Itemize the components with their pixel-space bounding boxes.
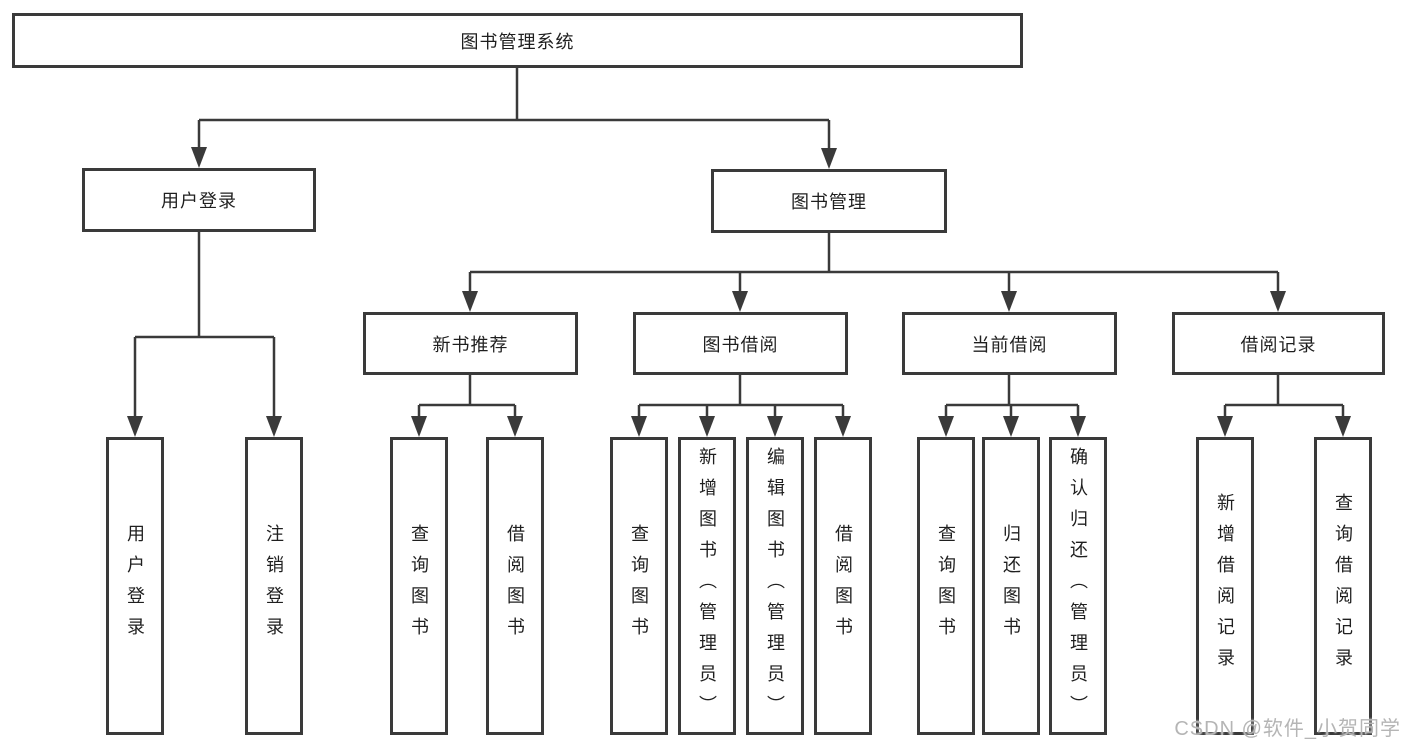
arrow-down-icon (1001, 291, 1017, 312)
arrow-down-icon (507, 416, 523, 437)
arrow-down-icon (732, 291, 748, 312)
arrow-down-icon (821, 148, 837, 169)
arrow-down-icon (191, 147, 207, 168)
arrow-down-icon (1270, 291, 1286, 312)
leaf-query-books-current: 查询图书 (917, 437, 975, 735)
leaf-query-borrow-record: 查询借阅记录 (1314, 437, 1372, 735)
arrow-down-icon (462, 291, 478, 312)
leaf-borrow-books-recommend-label: 借阅图书 (505, 524, 525, 648)
connector-book-mgmt-children (468, 233, 1280, 296)
leaf-confirm-return-admin-label: 确认归还（管理员） (1068, 446, 1088, 726)
leaf-add-borrow-record-label: 新增借阅记录 (1215, 493, 1235, 679)
node-new-book-recommend: 新书推荐 (363, 312, 578, 375)
leaf-return-book-label: 归还图书 (1001, 524, 1021, 648)
leaf-edit-book-admin-label: 编辑图书（管理员） (765, 446, 785, 726)
node-root: 图书管理系统 (12, 13, 1023, 68)
arrow-down-icon (1217, 416, 1233, 437)
node-book-borrow: 图书借阅 (633, 312, 848, 375)
leaf-user-login: 用户登录 (106, 437, 164, 735)
arrow-down-icon (938, 416, 954, 437)
connector-root-to-level2 (197, 68, 831, 152)
leaf-confirm-return-admin: 确认归还（管理员） (1049, 437, 1107, 735)
connector-new-book-children (417, 375, 517, 421)
arrow-down-icon (631, 416, 647, 437)
leaf-query-books-recommend-label: 查询图书 (409, 524, 429, 648)
connector-user-login-children (133, 232, 276, 421)
node-borrow-records: 借阅记录 (1172, 312, 1385, 375)
arrow-down-icon (767, 416, 783, 437)
connector-strokes (133, 68, 1345, 421)
leaf-logout-label: 注销登录 (264, 524, 284, 648)
leaf-edit-book-admin: 编辑图书（管理员） (746, 437, 804, 735)
arrow-down-icon (266, 416, 282, 437)
leaf-logout: 注销登录 (245, 437, 303, 735)
leaf-add-book-admin-label: 新增图书（管理员） (697, 446, 717, 726)
leaf-query-borrow-record-label: 查询借阅记录 (1333, 493, 1353, 679)
leaf-borrow-books: 借阅图书 (814, 437, 872, 735)
arrow-down-icon (1003, 416, 1019, 437)
leaf-query-books-current-label: 查询图书 (936, 524, 956, 648)
csdn-watermark: CSDN @软件_小贺同学 (1174, 718, 1401, 740)
leaf-query-books-borrow-label: 查询图书 (629, 524, 649, 648)
connector-book-borrow-children (637, 375, 845, 421)
node-current-borrow: 当前借阅 (902, 312, 1117, 375)
arrow-down-icon (835, 416, 851, 437)
leaf-add-book-admin: 新增图书（管理员） (678, 437, 736, 735)
connector-current-borrow-children (944, 375, 1080, 421)
leaf-query-books-recommend: 查询图书 (390, 437, 448, 735)
connector-borrow-records-children (1223, 375, 1345, 421)
leaf-borrow-books-label: 借阅图书 (833, 524, 853, 648)
node-user-login: 用户登录 (82, 168, 316, 232)
arrow-down-icon (1335, 416, 1351, 437)
arrow-down-icon (127, 416, 143, 437)
arrow-down-icon (411, 416, 427, 437)
leaf-query-books-borrow: 查询图书 (610, 437, 668, 735)
leaf-borrow-books-recommend: 借阅图书 (486, 437, 544, 735)
arrowheads (127, 147, 1351, 437)
arrow-down-icon (699, 416, 715, 437)
arrow-down-icon (1070, 416, 1086, 437)
leaf-return-book: 归还图书 (982, 437, 1040, 735)
leaf-add-borrow-record: 新增借阅记录 (1196, 437, 1254, 735)
node-book-management: 图书管理 (711, 169, 947, 233)
leaf-user-login-label: 用户登录 (125, 524, 145, 648)
